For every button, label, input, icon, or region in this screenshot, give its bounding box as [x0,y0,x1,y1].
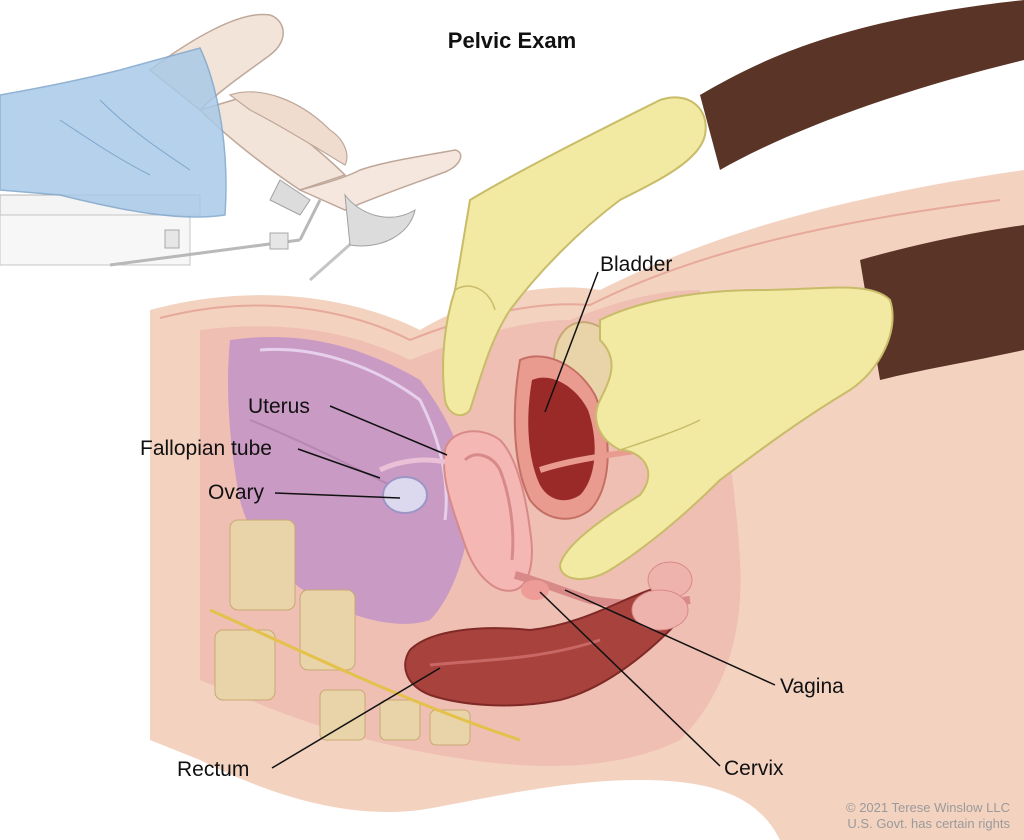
spine-sacrum [209,519,521,746]
leader-fallopian-tube [297,448,381,479]
leader-rectum [271,667,441,769]
exam-table-sketch [0,194,356,282]
ovary-shape [378,457,446,514]
leader-uterus [329,405,448,456]
lower-gloved-hand [558,225,1024,581]
patient-gown [0,47,227,218]
label-rectum: Rectum [177,758,250,781]
leader-ovary [274,492,401,499]
perineum [631,561,693,631]
leader-lines [271,271,776,769]
rights-line: U.S. Govt. has certain rights [847,816,1010,831]
label-cervix: Cervix [724,757,784,780]
label-bladder: Bladder [600,253,673,276]
uterus-shape [443,430,533,592]
label-uterus: Uterus [248,395,310,418]
bladder-shape [513,355,691,520]
label-ovary: Ovary [208,481,265,504]
leader-vagina [564,589,776,686]
diagram-title: Pelvic Exam [447,28,577,53]
leader-cervix [539,591,721,767]
label-vagina: Vagina [780,675,844,698]
copyright-line: © 2021 Terese Winslow LLC [846,800,1010,815]
leader-bladder [544,271,599,413]
upper-gloved-hand [442,0,1024,417]
rectum-shape [404,588,682,707]
label-fallopian-tube: Fallopian tube [140,437,272,460]
